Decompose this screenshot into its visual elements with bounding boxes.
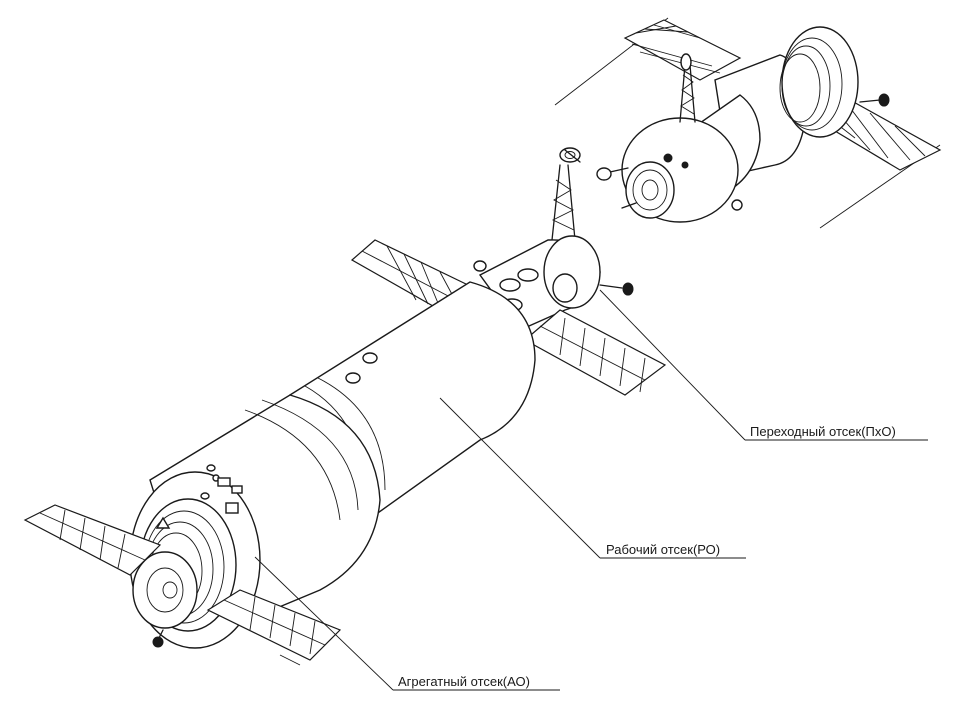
soyuz-spacecraft [554, 17, 942, 229]
leader-lines [254, 289, 928, 691]
station-aft-docking-port [132, 551, 198, 629]
station-upper-right-solar-array [523, 309, 667, 396]
leader-line-transfer [599, 289, 746, 441]
leader-line-aggregate [254, 556, 394, 691]
station-antenna-mast [551, 147, 581, 241]
leader-line-work [439, 397, 601, 559]
label-aggregate-section: Агрегатный отсек(АО) [398, 674, 530, 689]
station-lower-left-solar-array [23, 504, 162, 576]
label-transfer-section: Переходный отсек(ПхО) [750, 424, 896, 439]
soyuz-left-solar-array [554, 17, 742, 106]
station-aggregate-section [129, 394, 381, 649]
label-work-section: Рабочий отсек(РО) [606, 542, 720, 557]
soyuz-antenna-mast [679, 53, 696, 123]
station-lower-right-solar-array [206, 589, 342, 666]
